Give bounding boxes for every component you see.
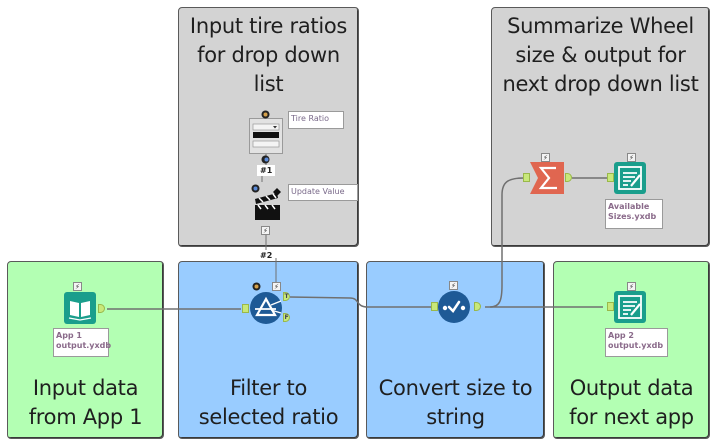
output-icon	[614, 162, 646, 194]
output-icon	[614, 291, 646, 323]
lightning-icon: ⚡	[541, 153, 550, 162]
lightning-icon: ⚡	[627, 153, 636, 162]
filter-true-anchor[interactable]: T	[283, 292, 290, 301]
input-data-tool[interactable]	[64, 292, 96, 324]
filter-false-anchor[interactable]: F	[283, 313, 290, 322]
container-title: Filter to selected ratio	[198, 376, 339, 429]
book-icon	[64, 292, 96, 324]
select-tool[interactable]	[438, 291, 470, 323]
output-app2-annotation: App 2 output.yxdb	[605, 328, 668, 357]
summarize-tool[interactable]	[530, 162, 564, 194]
container-title: Summarize Wheel size & output for next d…	[502, 14, 699, 96]
lightning-icon: ⚡	[272, 282, 281, 291]
filter-icon	[250, 292, 282, 324]
question-anchor-icon	[252, 282, 261, 291]
output-app2-input-anchor[interactable]	[607, 302, 614, 311]
dropdown-list-icon	[249, 118, 283, 154]
sigma-icon	[530, 162, 564, 194]
checkmark-dots-icon	[438, 291, 470, 323]
lightning-icon: ⚡	[449, 281, 458, 290]
input-output-anchor[interactable]	[98, 304, 105, 313]
lightning-icon: ⚡	[627, 282, 636, 291]
question-anchor-icon	[261, 110, 270, 119]
output-sizes-tool[interactable]	[614, 162, 646, 194]
container-title: Input data from App 1	[28, 376, 143, 429]
output-sizes-annotation: Available Sizes.yxdb	[605, 199, 663, 229]
container-title: Output data for next app	[569, 376, 694, 429]
action-tool[interactable]	[253, 185, 283, 221]
clapperboard-icon	[255, 188, 281, 220]
select-input-anchor[interactable]	[431, 302, 438, 311]
container-title: Convert size to string	[378, 376, 533, 429]
container-filter[interactable]: Filter to selected ratio	[178, 261, 359, 439]
filter-tool[interactable]	[250, 292, 282, 324]
dropdown-annotation: Tire Ratio	[288, 111, 344, 129]
dropdown-tool[interactable]	[249, 118, 283, 154]
action-annotation: Update Value	[288, 184, 358, 201]
filter-input-anchor[interactable]	[242, 304, 249, 313]
lightning-icon: ⚡	[261, 226, 270, 235]
container-convert[interactable]: Convert size to string	[366, 261, 545, 439]
select-output-anchor[interactable]	[474, 302, 481, 311]
summarize-output-anchor[interactable]	[565, 173, 572, 182]
summarize-input-anchor[interactable]	[523, 173, 530, 182]
container-summarize[interactable]: Summarize Wheel size & output for next d…	[491, 7, 710, 247]
input-annotation: App 1 output.yxdb	[53, 328, 111, 357]
output-sizes-input-anchor[interactable]	[607, 173, 614, 182]
question-output-anchor-icon	[261, 155, 270, 164]
action-input-anchor-icon	[251, 184, 260, 193]
connection-label-2: #2	[257, 250, 276, 261]
lightning-icon: ⚡	[73, 282, 82, 291]
container-title: Input tire ratios for drop down list	[189, 14, 348, 96]
output-app2-tool[interactable]	[614, 291, 646, 323]
connection-label-1: #1	[257, 165, 276, 176]
